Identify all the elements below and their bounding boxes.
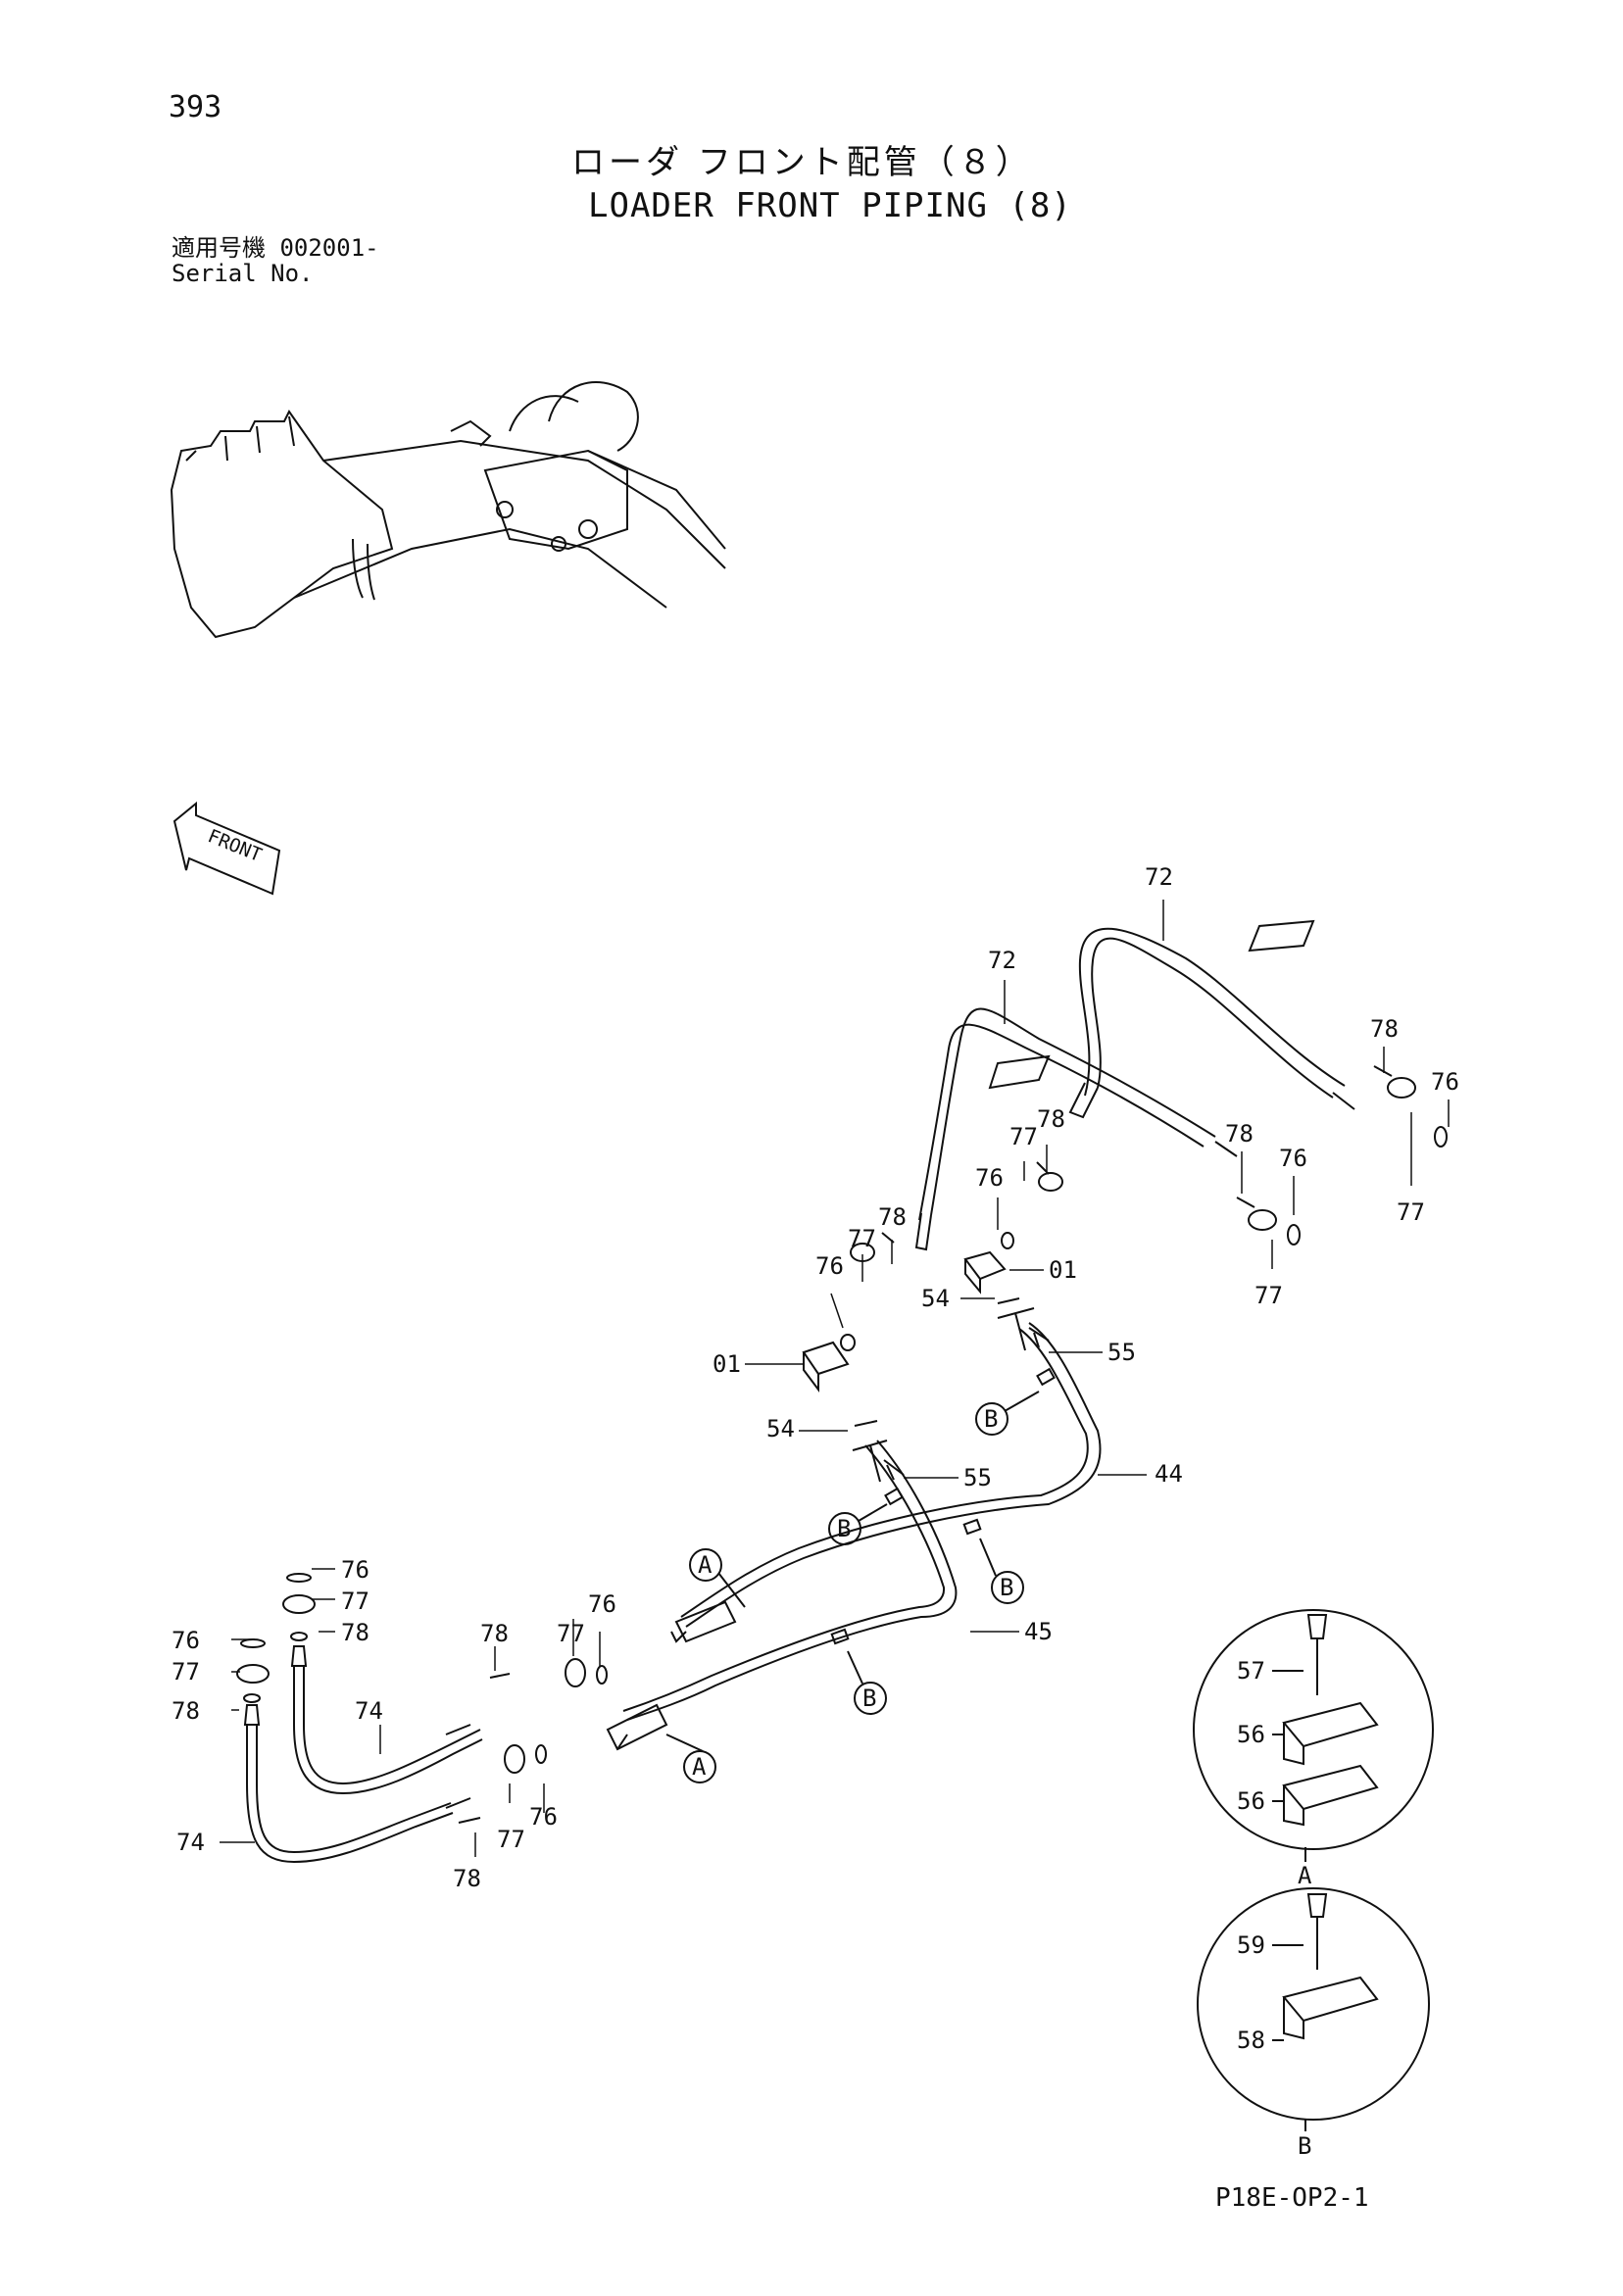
callout-numbers: 72 72 78 76 77 78 76 77 77 78 76 01 54 5… <box>172 863 1459 1892</box>
callout-77-center: 77 <box>1009 1123 1038 1150</box>
upper-right-fittings <box>840 1065 1448 1351</box>
detail-letter-a-view: A <box>1298 1862 1312 1889</box>
callout-78-lower-left-top: 78 <box>341 1619 369 1646</box>
title-english: LOADER FRONT PIPING (8) <box>588 186 1072 225</box>
serial-value: 002001- <box>279 234 379 262</box>
callout-78-upper-mid: 78 <box>480 1620 509 1647</box>
detail-letter-b-2: B <box>837 1515 851 1542</box>
detail-references <box>665 1391 1040 1783</box>
callout-01-lower: 01 <box>713 1350 741 1378</box>
callout-01-upper: 01 <box>1049 1256 1077 1284</box>
callout-74-upper: 74 <box>355 1697 383 1725</box>
callout-78-mid-right: 78 <box>1225 1120 1254 1148</box>
callout-77-upper-mid: 77 <box>557 1620 585 1647</box>
callout-74-lower: 74 <box>176 1829 205 1856</box>
overview-bucket-arm <box>170 381 726 639</box>
detail-b-part-58: 58 <box>1237 2027 1265 2054</box>
callout-72-lower: 72 <box>988 947 1016 974</box>
callout-77-mid-right: 77 <box>1254 1282 1283 1309</box>
front-arrow: FRONT <box>172 801 281 896</box>
callout-54-lower: 54 <box>766 1415 795 1442</box>
tees-55 <box>852 1297 1050 1483</box>
detail-a-part-57: 57 <box>1237 1657 1265 1685</box>
title-japanese: ローダ フロント配管（８） <box>571 143 1033 182</box>
callout-78-lower-mid: 78 <box>453 1865 481 1892</box>
callout-77-lower-left-top: 77 <box>341 1588 369 1615</box>
detail-letter-a-lower: A <box>692 1753 707 1781</box>
callout-44: 44 <box>1155 1460 1183 1488</box>
callout-55-upper: 55 <box>1107 1339 1136 1366</box>
callout-78-center: 78 <box>1037 1105 1065 1133</box>
callout-76-left-center: 76 <box>815 1252 844 1280</box>
callout-77-lower-left: 77 <box>172 1658 200 1685</box>
callout-77-lower-mid: 77 <box>497 1826 525 1853</box>
callout-78-left-center: 78 <box>878 1203 907 1231</box>
detail-b-part-59: 59 <box>1237 1931 1265 1959</box>
callout-76-mid-right: 76 <box>1279 1145 1307 1172</box>
detail-b-view <box>1197 1887 1430 2131</box>
blocks-01 <box>802 1250 1007 1392</box>
callout-77-right: 77 <box>1397 1198 1425 1226</box>
serial-block: 適用号機 002001- Serial No. <box>172 235 379 286</box>
callout-76-lower-mid: 76 <box>529 1803 558 1831</box>
detail-letters: A A A B B B B B <box>692 1405 1312 2160</box>
detail-a-view <box>1193 1609 1434 1862</box>
detail-part-numbers: 57 56 56 59 58 <box>1237 1657 1265 2054</box>
callout-45: 45 <box>1024 1618 1053 1645</box>
detail-letter-b-3: B <box>1000 1574 1013 1601</box>
detail-letter-b-view: B <box>1298 2132 1311 2160</box>
detail-a-part-56-upper: 56 <box>1237 1721 1265 1748</box>
hoses-72 <box>914 919 1355 1251</box>
callout-54-upper: 54 <box>921 1285 950 1312</box>
pipes-44-45 <box>606 1322 1102 1751</box>
callout-55-lower: 55 <box>963 1464 992 1491</box>
callout-78-lower-left: 78 <box>172 1697 200 1725</box>
lower-left-hoses-74 <box>243 1632 483 1864</box>
callout-76-center: 76 <box>975 1164 1004 1192</box>
detail-letter-b-4: B <box>862 1685 876 1712</box>
serial-label-english: Serial No. <box>172 260 314 287</box>
detail-letter-a-upper: A <box>698 1551 713 1579</box>
page-number: 393 <box>169 90 222 124</box>
serial-label-japanese: 適用号機 <box>172 234 266 262</box>
callout-leaders <box>220 900 1450 1857</box>
callout-78-right: 78 <box>1370 1015 1399 1043</box>
callout-76-upper-mid: 76 <box>588 1590 616 1618</box>
callout-77-left-center: 77 <box>848 1225 876 1252</box>
footer-code: P18E-OP2-1 <box>1215 2183 1369 2213</box>
detail-a-part-56-lower: 56 <box>1237 1787 1265 1815</box>
detail-letter-b-1: B <box>984 1405 998 1433</box>
callout-76-right: 76 <box>1431 1068 1459 1096</box>
callout-76-lower-left-top: 76 <box>341 1556 369 1584</box>
lower-left-flanges <box>236 1573 608 1824</box>
callout-76-lower-left: 76 <box>172 1627 200 1654</box>
callout-72-upper: 72 <box>1145 863 1173 891</box>
